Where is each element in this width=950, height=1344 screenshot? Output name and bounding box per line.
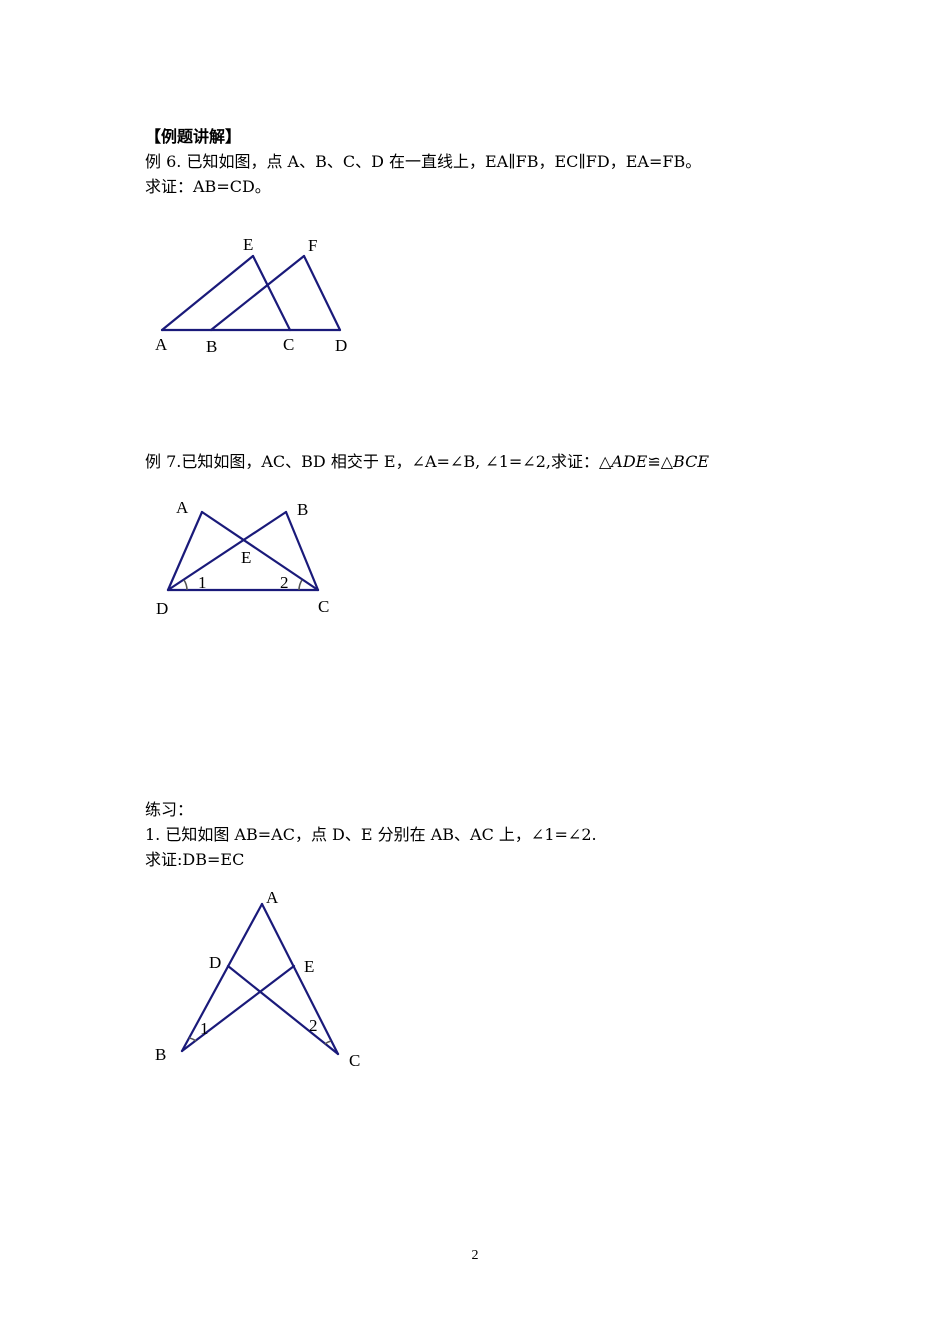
- line-BE: [180, 964, 296, 1053]
- section-title: 【例题讲解】: [145, 127, 242, 146]
- line-AE: [160, 254, 255, 332]
- ex1-angle1-arc: [188, 1037, 197, 1042]
- ex7-label-E: E: [241, 548, 251, 567]
- ex6-label-A: A: [155, 335, 168, 354]
- ex1-label-C: C: [349, 1051, 360, 1070]
- line-DC: [226, 964, 340, 1056]
- line-DB: [166, 510, 288, 592]
- ex7-label-B: B: [297, 500, 308, 519]
- exercise-prove: 求证:DB=EC: [145, 850, 245, 869]
- exercise-heading: 练习：: [145, 800, 194, 819]
- example6-problem: 例 6. 已知如图，点 A、B、C、D 在一直线上，EA∥FB，EC∥FD，EA…: [145, 152, 702, 171]
- line-FD: [302, 254, 342, 332]
- ex1-label-A: A: [266, 888, 279, 907]
- example7-triangle-BCE: BCE: [673, 452, 710, 471]
- ex7-label-D: D: [156, 599, 168, 618]
- angle1-arc: [183, 579, 188, 591]
- ex7-label-C: C: [318, 597, 329, 616]
- ex1-label-D: D: [209, 953, 221, 972]
- ex6-label-C: C: [283, 335, 294, 354]
- line-AC: [200, 510, 320, 592]
- example7-congruent: ≌△: [647, 452, 674, 471]
- ex1-angle2-arc: [324, 1040, 332, 1045]
- ex1-label-B: B: [155, 1045, 166, 1064]
- page-number: 2: [471, 1248, 479, 1263]
- ex1-angle1: 1: [200, 1019, 209, 1038]
- exercise-item1: 1. 已知如图 AB=AC，点 D、E 分别在 AB、AC 上，∠1=∠2.: [145, 825, 597, 844]
- line-BC: [284, 510, 320, 592]
- ex7-angle2: 2: [280, 573, 289, 592]
- line-EC: [251, 254, 292, 332]
- line-DA: [166, 510, 204, 592]
- ex1-label-E: E: [304, 957, 314, 976]
- line-BF: [209, 254, 306, 332]
- ex6-label-D: D: [335, 336, 347, 355]
- ex6-label-F: F: [308, 236, 317, 255]
- example6-prove: 求证：AB=CD。: [145, 177, 271, 196]
- example7-problem-prefix: 例 7.已知如图，AC、BD 相交于 E，∠A=∠B, ∠1=∠2,求证：△: [145, 452, 612, 471]
- ex6-label-E: E: [243, 235, 253, 254]
- ex7-angle1: 1: [198, 573, 207, 592]
- line-AC: [260, 902, 340, 1056]
- example7-problem: 例 7.已知如图，AC、BD 相交于 E，∠A=∠B, ∠1=∠2,求证：△AD…: [145, 452, 709, 472]
- angle2-arc: [298, 579, 303, 591]
- ex1-angle2: 2: [309, 1016, 318, 1035]
- ex7-label-A: A: [176, 498, 189, 517]
- example7-triangle-ADE: ADE: [611, 452, 648, 471]
- ex6-label-B: B: [206, 337, 217, 356]
- line-AB: [180, 902, 264, 1053]
